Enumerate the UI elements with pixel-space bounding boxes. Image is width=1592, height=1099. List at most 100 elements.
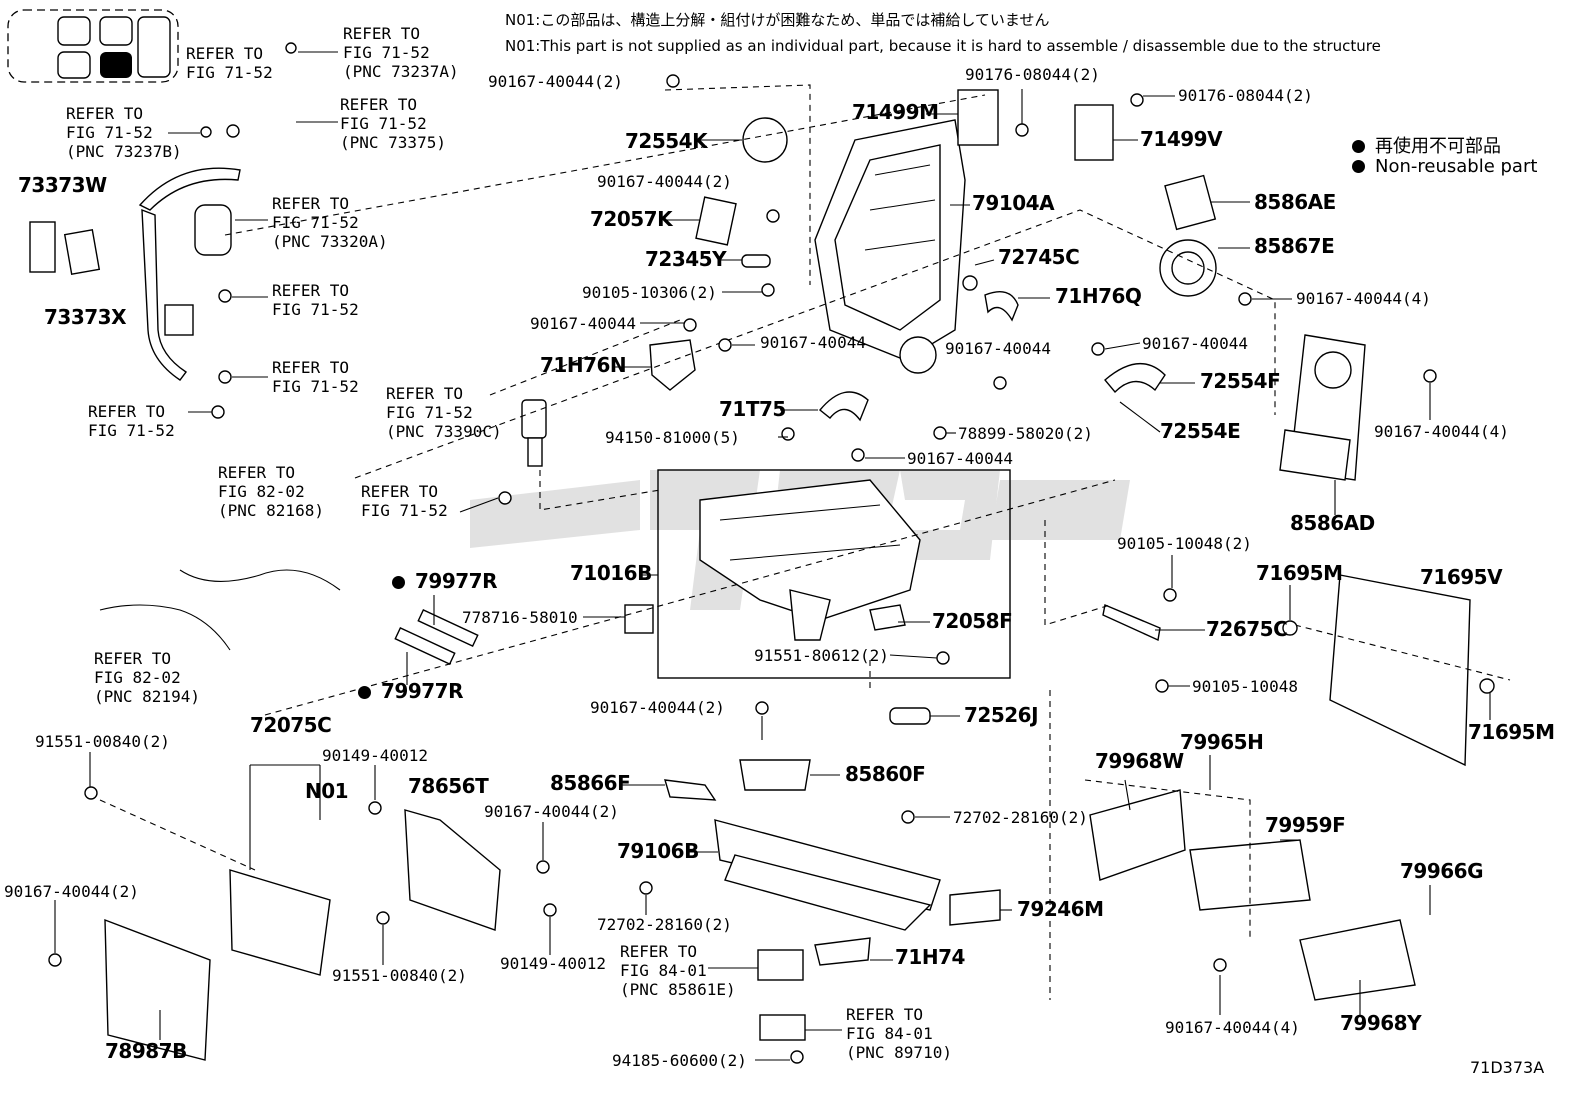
non-reusable-dot-icon	[392, 576, 405, 589]
part-label-72058F[interactable]: 72058F	[932, 609, 1013, 633]
part-label-90167-40044[interactable]: 90167-40044(4)	[1374, 422, 1509, 441]
part-label-8586AE[interactable]: 8586AE	[1254, 190, 1336, 214]
part-label-78656T[interactable]: 78656T	[408, 774, 489, 798]
part-label-90105-10048[interactable]: 90105-10048(2)	[1117, 534, 1252, 553]
part-label-72554F[interactable]: 72554F	[1200, 369, 1281, 393]
part-label-71H74[interactable]: 71H74	[895, 945, 965, 969]
part-label-90176-08044[interactable]: 90176-08044(2)	[1178, 86, 1313, 105]
part-label-90105-10048[interactable]: 90105-10048	[1192, 677, 1298, 696]
ref-label-73237B[interactable]: REFER TO FIG 71-52 (PNC 73237B)	[66, 104, 182, 161]
part-label-71695M[interactable]: 71695M	[1468, 720, 1555, 744]
ref-label-82194[interactable]: REFER TO FIG 82-02 (PNC 82194)	[94, 649, 200, 706]
ref-label[interactable]: REFER TO FIG 71-52	[272, 281, 359, 319]
part-label-90167-40044[interactable]: 90167-40044	[945, 339, 1051, 358]
non-reusable-dot-icon	[1352, 160, 1365, 173]
part-label-90167-40044[interactable]: 90167-40044(4)	[1165, 1018, 1300, 1037]
part-label-72702-28160[interactable]: 72702-28160(2)	[597, 915, 732, 934]
part-label-90167-40044[interactable]: 90167-40044	[530, 314, 636, 333]
part-label-71H76Q[interactable]: 71H76Q	[1055, 284, 1142, 308]
part-label-78987B[interactable]: 78987B	[105, 1039, 187, 1063]
ref-label[interactable]: REFER TO FIG 71-52	[361, 482, 448, 520]
legend-jp-text: 再使用不可部品	[1375, 136, 1501, 157]
part-label-71H76N[interactable]: 71H76N	[540, 353, 627, 377]
ref-label[interactable]: REFER TO FIG 71-52	[186, 44, 273, 82]
part-label-90176-08044[interactable]: 90176-08044(2)	[965, 65, 1100, 84]
part-label-72075C[interactable]: 72075C	[250, 713, 332, 737]
part-label-85860F[interactable]: 85860F	[845, 762, 926, 786]
part-label-90167-40044[interactable]: 90167-40044(4)	[1296, 289, 1431, 308]
ref-label-73237A[interactable]: REFER TO FIG 71-52 (PNC 73237A)	[343, 24, 459, 81]
part-label-72675C[interactable]: 72675C	[1206, 617, 1288, 641]
leader-lines	[54, 51, 1491, 1061]
part-label-90167-40044[interactable]: 90167-40044(2)	[4, 882, 139, 901]
part-label-79246M[interactable]: 79246M	[1017, 897, 1104, 921]
part-label-90167-40044[interactable]: 90167-40044	[760, 333, 866, 352]
legend-jp: 再使用不可部品	[1352, 132, 1501, 158]
seat-cushion-frame	[699, 479, 921, 641]
ref-label-89710[interactable]: REFER TO FIG 84-01 (PNC 89710)	[846, 1005, 952, 1062]
part-number: 79977R	[415, 569, 497, 593]
part-label-79959F[interactable]: 79959F	[1265, 813, 1346, 837]
ref-label-73320A[interactable]: REFER TO FIG 71-52 (PNC 73320A)	[272, 194, 388, 251]
part-label-91551-00840[interactable]: 91551-00840(2)	[332, 966, 467, 985]
part-label-79968W[interactable]: 79968W	[1095, 749, 1184, 773]
part-label-73373X[interactable]: 73373X	[44, 305, 127, 329]
part-label-91551-80612[interactable]: 91551-80612(2)	[754, 646, 889, 665]
part-label-79977R[interactable]: 79977R	[358, 679, 463, 703]
part-label-79968Y[interactable]: 79968Y	[1340, 1011, 1422, 1035]
cushion-frame-box	[657, 469, 1011, 679]
note-jp: N01:この部品は、構造上分解・組付けが困難なため、単品では補給していません	[505, 11, 1050, 29]
part-label-90167-40044[interactable]: 90167-40044	[1142, 334, 1248, 353]
part-label-8586AD[interactable]: 8586AD	[1290, 511, 1375, 535]
part-label-79966G[interactable]: 79966G	[1400, 859, 1484, 883]
part-label-79965H[interactable]: 79965H	[1180, 730, 1264, 754]
part-label-72345Y[interactable]: 72345Y	[645, 247, 727, 271]
part-label-90167-40044[interactable]: 90167-40044	[907, 449, 1013, 468]
seatbelt-assembly	[29, 167, 241, 381]
part-label-778716-58010[interactable]: 778716-58010	[462, 608, 578, 627]
part-label-94185-60600[interactable]: 94185-60600(2)	[612, 1051, 747, 1070]
fasteners	[48, 42, 1495, 1064]
part-label-85866F[interactable]: 85866F	[550, 771, 631, 795]
part-label-71499M[interactable]: 71499M	[852, 100, 939, 124]
part-label-72057K[interactable]: 72057K	[590, 207, 673, 231]
part-label-79106B[interactable]: 79106B	[617, 839, 699, 863]
legend-en-text: Non-reusable part	[1375, 156, 1538, 177]
part-label-79104A[interactable]: 79104A	[972, 191, 1055, 215]
part-label-71499V[interactable]: 71499V	[1140, 127, 1223, 151]
vehicle-seat-position-icon	[7, 9, 179, 83]
part-label-71695M[interactable]: 71695M	[1256, 561, 1343, 585]
ref-label-73375[interactable]: REFER TO FIG 71-52 (PNC 73375)	[340, 95, 446, 152]
part-label-73373W[interactable]: 73373W	[18, 173, 107, 197]
part-label-90167-40044[interactable]: 90167-40044(2)	[597, 172, 732, 191]
part-label-91551-00840[interactable]: 91551-00840(2)	[35, 732, 170, 751]
ref-label-85861E[interactable]: REFER TO FIG 84-01 (PNC 85861E)	[620, 942, 736, 999]
part-label-N01[interactable]: N01	[305, 779, 349, 803]
part-label-72526J[interactable]: 72526J	[964, 703, 1039, 727]
part-label-85867E[interactable]: 85867E	[1254, 234, 1335, 258]
part-label-94150-81000[interactable]: 94150-81000(5)	[605, 428, 740, 447]
part-label-72554K[interactable]: 72554K	[625, 129, 708, 153]
legend-en: Non-reusable part	[1352, 156, 1537, 177]
part-label-71T75[interactable]: 71T75	[719, 397, 786, 421]
part-label-79977R[interactable]: 79977R	[392, 569, 497, 593]
part-label-72745C[interactable]: 72745C	[998, 245, 1080, 269]
part-label-90149-40012[interactable]: 90149-40012	[500, 954, 606, 973]
part-label-90105-10306[interactable]: 90105-10306(2)	[582, 283, 717, 302]
part-label-72554E[interactable]: 72554E	[1160, 419, 1241, 443]
part-label-90167-40044[interactable]: 90167-40044(2)	[484, 802, 619, 821]
part-label-90149-40012[interactable]: 90149-40012	[322, 746, 428, 765]
ref-label[interactable]: REFER TO FIG 71-52	[272, 358, 359, 396]
ref-label[interactable]: REFER TO FIG 71-52	[88, 402, 175, 440]
part-label-71695V[interactable]: 71695V	[1420, 565, 1503, 589]
ref-label-82168[interactable]: REFER TO FIG 82-02 (PNC 82168)	[218, 463, 324, 520]
part-label-72702-28160[interactable]: 72702-28160(2)	[953, 808, 1088, 827]
part-label-90167-40044[interactable]: 90167-40044(2)	[590, 698, 725, 717]
note-en: N01:This part is not supplied as an indi…	[505, 37, 1381, 55]
ref-label-73390C[interactable]: REFER TO FIG 71-52 (PNC 73390C)	[386, 384, 502, 441]
part-label-71016B[interactable]: 71016B	[570, 561, 652, 585]
part-label-78899-58020[interactable]: 78899-58020(2)	[958, 424, 1093, 443]
part-number: 79977R	[381, 679, 463, 703]
part-label-90167-40044[interactable]: 90167-40044(2)	[488, 72, 623, 91]
